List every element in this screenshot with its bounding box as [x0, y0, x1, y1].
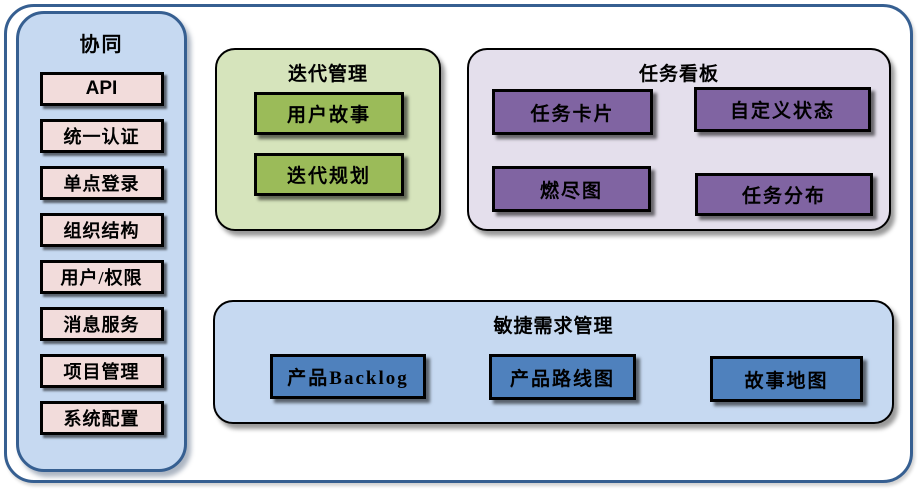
sidebar-item-sso: 单点登录	[39, 166, 164, 200]
sidebar-item-org-structure: 组织结构	[39, 213, 164, 247]
agile-requirements-group: 敏捷需求管理 产品Backlog 产品路线图 故事地图	[213, 300, 894, 424]
card-task-card: 任务卡片	[492, 89, 653, 135]
collaboration-panel: 协同 API 统一认证 单点登录 组织结构 用户/权限 消息服务 项目管理 系统…	[16, 11, 187, 472]
iteration-management-title: 迭代管理	[287, 64, 368, 85]
card-iteration-planning: 迭代规划	[254, 153, 404, 196]
collaboration-panel-title: 协同	[79, 34, 124, 56]
sidebar-item-user-permissions: 用户/权限	[39, 260, 164, 294]
card-task-distribution: 任务分布	[695, 173, 873, 216]
card-user-story: 用户故事	[254, 92, 404, 135]
card-story-map: 故事地图	[710, 356, 863, 402]
iteration-management-group: 迭代管理 用户故事 迭代规划	[215, 48, 441, 231]
card-burndown-chart: 燃尽图	[492, 166, 651, 212]
collaboration-items: API 统一认证 单点登录 组织结构 用户/权限 消息服务 项目管理 系统配置	[19, 72, 184, 435]
card-product-roadmap: 产品路线图	[489, 354, 636, 400]
sidebar-item-unified-auth: 统一认证	[39, 119, 164, 153]
card-custom-status: 自定义状态	[694, 87, 871, 132]
agile-requirements-title: 敏捷需求管理	[493, 316, 614, 337]
sidebar-item-system-config: 系统配置	[39, 401, 164, 435]
task-board-group: 任务看板 任务卡片 自定义状态 燃尽图 任务分布	[467, 48, 891, 231]
sidebar-item-message-service: 消息服务	[39, 307, 164, 341]
sidebar-item-api: API	[39, 72, 164, 106]
card-product-backlog: 产品Backlog	[270, 354, 426, 399]
sidebar-item-project-management: 项目管理	[39, 354, 164, 388]
task-board-title: 任务看板	[638, 64, 719, 85]
